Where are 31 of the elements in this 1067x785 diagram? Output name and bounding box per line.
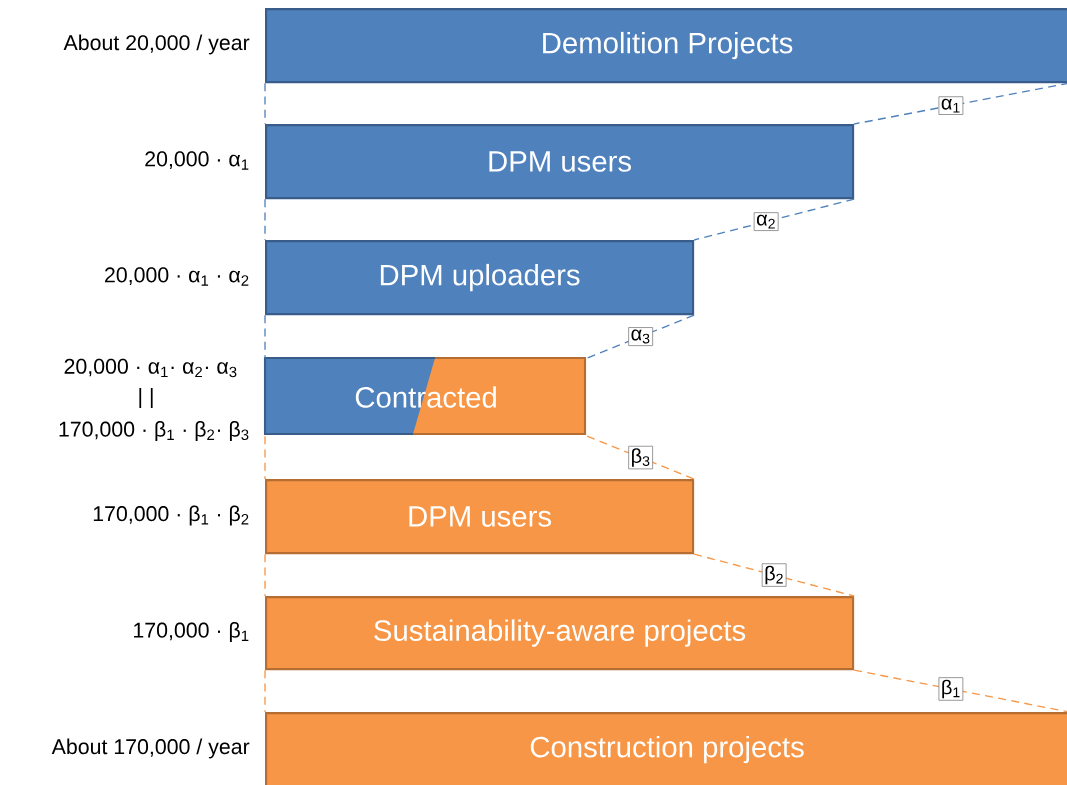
side-label: 20,000 · α$_{1}$ · α$_{2}$: [105, 267, 249, 286]
dashed-line: [693, 553, 855, 597]
edge-label: α$_{1}$: [938, 96, 964, 115]
funnel-bar: Construction projects: [265, 712, 1067, 785]
side-label: 170,000 · β$_{1}$: [134, 622, 249, 642]
dashed-line: [693, 198, 855, 241]
side-label: About 170,000 / year: [51, 738, 250, 759]
dashed-line: [264, 314, 266, 359]
edge-label: α$_{2}$: [753, 212, 779, 231]
dashed-line: [586, 435, 695, 480]
funnel-bar: Demolition Projects: [265, 8, 1067, 84]
edge-label: β$_{2}$: [761, 563, 787, 587]
dashed-line: [264, 198, 266, 241]
side-label: 170,000 · β$_{1}$ · β$_{2}$: [93, 505, 249, 526]
side-label: About 20,000 / year: [63, 34, 250, 55]
side-label: 170,000 · β$_{1}$ · β$_{2}$· β$_{3}$: [59, 421, 249, 441]
dashed-line: [264, 82, 266, 125]
side-label: 20,000 · α$_{1}$: [145, 151, 249, 170]
funnel-bar: Sustainability-aware projects: [265, 596, 855, 671]
dashed-line: [264, 669, 266, 713]
funnel-bar: DPM users: [265, 479, 695, 555]
funnel-bar: DPM uploaders: [265, 240, 695, 316]
funnel-bar: DPM users: [265, 124, 855, 200]
edge-label: α$_{3}$: [628, 327, 654, 346]
dashed-line: [264, 435, 266, 480]
side-label: | |: [139, 388, 153, 408]
side-label: 20,000 · α$_{1}$· α$_{2}$· α$_{3}$: [64, 358, 237, 378]
edge-label: β$_{3}$: [628, 445, 653, 470]
dashed-line: [586, 314, 695, 359]
edge-label: β$_{1}$: [938, 677, 964, 701]
dashed-line: [264, 553, 266, 597]
